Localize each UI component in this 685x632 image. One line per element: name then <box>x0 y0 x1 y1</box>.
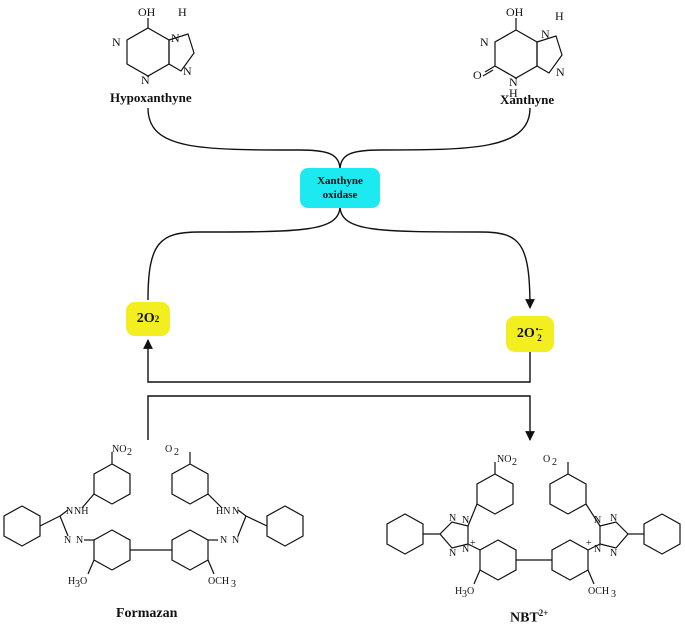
fz-n-b: N <box>64 535 71 546</box>
oxygen-sub: 2 <box>154 314 160 324</box>
nbt-h3co: H <box>455 586 462 597</box>
oxygen-label: 2O <box>136 311 155 326</box>
xa-n1: N <box>480 35 489 49</box>
nbt-n7: N <box>594 544 601 555</box>
superoxide-sup: •− <box>535 325 544 334</box>
fz-n-e: N <box>220 535 227 546</box>
nbt-n2: N <box>462 515 469 526</box>
nbt-n4: N <box>462 544 469 555</box>
hx-n9: N <box>183 64 192 78</box>
hypoxanthine-label: Hypoxanthyne <box>110 90 192 105</box>
nbt-label-text: NBT <box>510 610 539 626</box>
formazan-structure: NO 2 O 2 N NH N N HN N N N <box>3 444 304 590</box>
fz-h3co-o: O <box>80 576 87 587</box>
fz-o2n-right-sub: 2 <box>174 447 179 458</box>
fz-nh-left: NH <box>74 506 88 517</box>
xa-n3: N <box>509 75 518 89</box>
xanthine-label: Xanthyne <box>500 92 555 107</box>
nbt-plus-left: + <box>470 538 476 549</box>
nbt-label: NBT2+ <box>510 608 548 627</box>
xa-oh-label: OH <box>506 5 524 19</box>
nbt-o2n-right: O <box>543 454 550 465</box>
nbt-no2-left: NO <box>497 454 511 465</box>
fz-hn-right: HN <box>216 506 230 517</box>
xa-h7: H <box>555 9 564 23</box>
hx-h7: H <box>178 5 187 19</box>
enzyme-line2: oxidase <box>322 189 358 201</box>
formazan-label: Formazan <box>116 606 178 621</box>
hypoxanthine-structure: OH N N N H N <box>112 5 195 87</box>
xa-n9: N <box>556 65 565 79</box>
fz-och3-sub: 3 <box>231 579 236 590</box>
nbt-no2-left-sub: 2 <box>512 457 517 468</box>
nbt-h3co-sub: 3 <box>462 589 467 600</box>
superoxide-badge: 2O•−2 <box>506 316 554 352</box>
fz-h3co: H <box>68 576 75 587</box>
hx-n3: N <box>141 73 150 87</box>
nbt-n5: N <box>594 515 601 526</box>
flow-lines <box>143 107 535 441</box>
fz-h3co-sub: 3 <box>75 579 80 590</box>
fz-n-d: N <box>232 506 239 517</box>
fz-no2-left-sub: 2 <box>127 447 132 458</box>
nbt-n8: N <box>610 548 617 559</box>
nbt-n1: N <box>449 513 456 524</box>
nbt-n6: N <box>610 513 617 524</box>
fz-o2n-right: O <box>165 444 172 455</box>
fz-n-f: N <box>232 535 239 546</box>
enzyme-line1: Xanthyne <box>317 175 363 187</box>
nbt-h3co-o: O <box>467 586 474 597</box>
fz-no2-left: NO <box>112 444 126 455</box>
nbt-o2n-right-sub: 2 <box>552 457 557 468</box>
fz-n-a: N <box>66 506 73 517</box>
nbt-och3-sub: 3 <box>611 589 616 600</box>
nbt-och3: OCH <box>588 586 609 597</box>
nbt-structure: NO 2 O 2 N N N N + N N N N + H 3 <box>386 454 681 600</box>
fz-n-c: N <box>76 535 83 546</box>
hx-n1: N <box>112 35 121 49</box>
xa-n7: N <box>541 27 550 41</box>
nbt-plus-right: + <box>586 538 592 549</box>
superoxide-label: 2O <box>516 326 535 341</box>
xanthine-structure: OH N O N H N H N <box>473 5 565 100</box>
hx-n7: N <box>171 31 180 45</box>
hx-oh-label: OH <box>138 5 156 19</box>
nbt-charge: 2+ <box>538 608 549 618</box>
xanthine-oxidase-badge: Xanthyne oxidase <box>300 168 380 208</box>
fz-och3: OCH <box>208 576 229 587</box>
xa-h3: H <box>509 86 518 100</box>
nbt-n3: N <box>449 548 456 559</box>
superoxide-sub: 2 <box>537 333 542 343</box>
xa-o2: O <box>473 68 482 82</box>
